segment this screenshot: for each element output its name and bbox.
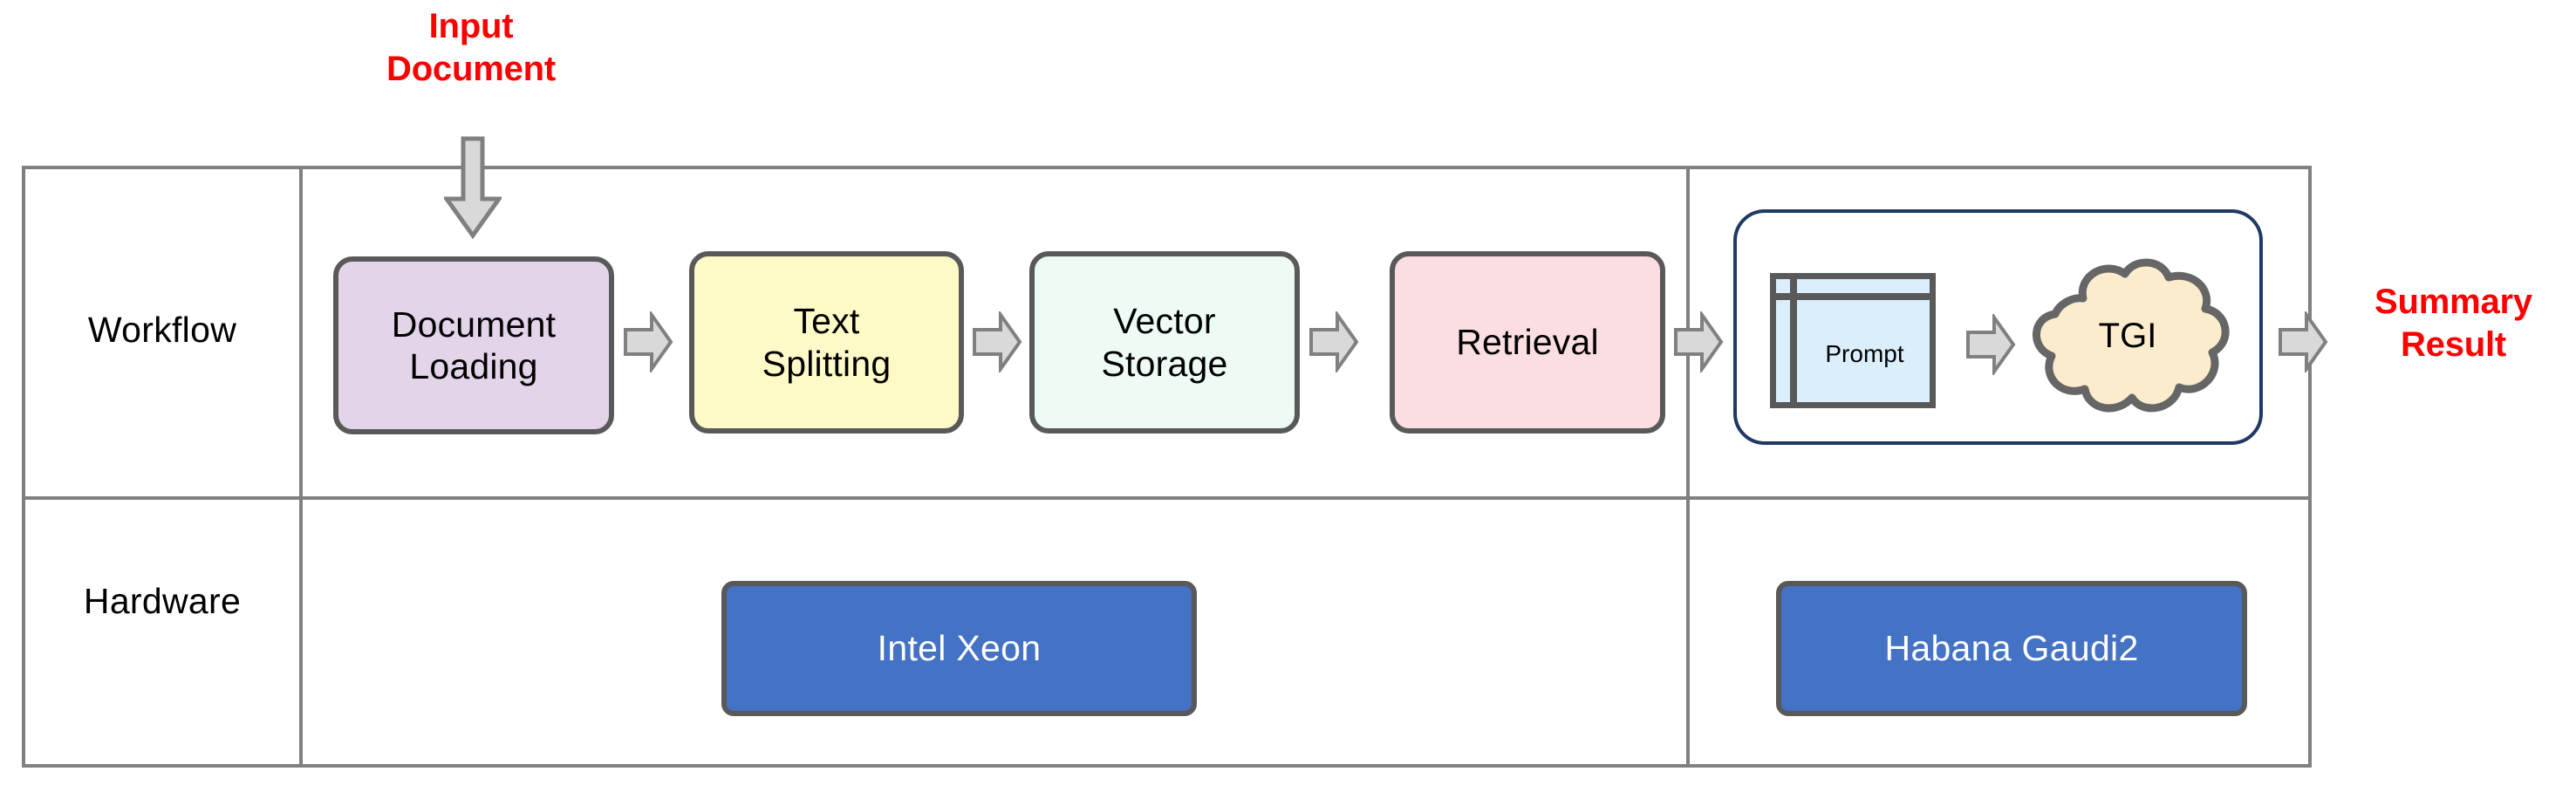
table-section-divider xyxy=(1686,166,1690,768)
prompt-icon-column-rule xyxy=(1790,273,1797,408)
tgi-cloud-icon[interactable]: TGI xyxy=(2026,251,2235,426)
arrow-right-icon xyxy=(623,311,673,372)
hardware-intel-xeon[interactable]: Intel Xeon xyxy=(721,581,1197,716)
stage-retrieval[interactable]: Retrieval xyxy=(1390,251,1665,434)
row-label-workflow: Workflow xyxy=(87,310,237,350)
prompt-table-icon[interactable]: Prompt xyxy=(1770,273,1936,408)
arrow-down-icon xyxy=(444,136,502,239)
prompt-label: Prompt xyxy=(1825,340,1904,367)
arrow-right-icon xyxy=(2278,311,2328,372)
tgi-label: TGI xyxy=(2098,316,2157,355)
table-label-column-divider xyxy=(299,166,303,768)
arrow-right-icon xyxy=(1965,314,2016,375)
hardware-habana-gaudi2[interactable]: Habana Gaudi2 xyxy=(1776,581,2247,716)
diagram-table-frame xyxy=(22,166,2312,768)
stage-document-loading[interactable]: Document Loading xyxy=(333,256,614,434)
row-label-hardware: Hardware xyxy=(83,581,242,621)
prompt-icon-header-rule xyxy=(1770,293,1936,300)
stage-text-splitting[interactable]: Text Splitting xyxy=(689,251,964,434)
input-document-label: Input Document xyxy=(386,7,556,88)
arrow-right-icon xyxy=(1308,311,1359,372)
summary-result-label: Summary Result xyxy=(2374,283,2532,364)
arrow-right-icon xyxy=(1673,311,1724,372)
arrow-right-icon xyxy=(972,311,1022,372)
table-row-divider xyxy=(22,496,2312,500)
stage-vector-storage[interactable]: Vector Storage xyxy=(1029,251,1300,434)
